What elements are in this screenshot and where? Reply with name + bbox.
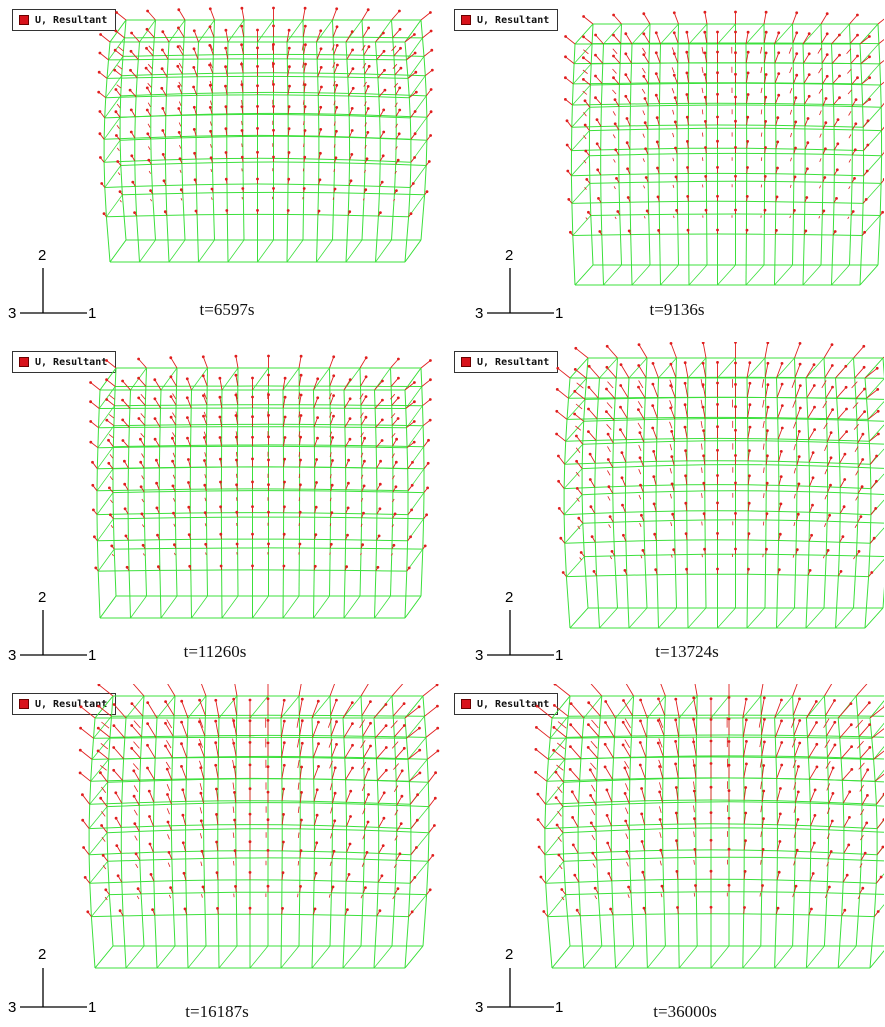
axis-label-1: 1 [555,647,564,664]
legend-swatch [19,699,29,709]
axis-label-3: 3 [475,999,484,1016]
axis-label-2: 2 [505,946,514,963]
legend-label: U, Resultant [35,356,108,368]
time-label: t=16187s [185,1002,249,1021]
axis-label-1: 1 [555,999,564,1016]
panel-4: U, Resultant 2 3 1 t=13724s [442,342,884,684]
legend: U, Resultant [12,9,117,31]
axis-triad [20,968,87,1008]
time-label: t=11260s [183,642,247,661]
deformed-mesh [534,684,884,969]
panel-3: U, Resultant 2 3 1 t=11260s [0,342,442,684]
legend-label: U, Resultant [477,14,550,26]
axis-triad [20,268,87,314]
axis-label-3: 3 [475,647,484,664]
axis-label-2: 2 [505,589,514,606]
displacement-vectors [78,684,440,917]
legend: U, Resultant [12,693,117,715]
deformed-mesh [78,684,440,969]
displacement-vectors [555,342,884,577]
deformed-mesh [89,354,432,619]
legend: U, Resultant [454,351,559,373]
legend: U, Resultant [454,693,559,715]
panel-1: U, Resultant 2 3 1 t=6597s [0,0,442,342]
axis-label-3: 3 [8,999,17,1016]
panel-6: U, Resultant 2 3 1 t=36000s [442,684,884,1026]
legend-label: U, Resultant [35,14,108,26]
axis-label-1: 1 [88,647,97,664]
axis-label-2: 2 [38,589,47,606]
legend: U, Resultant [12,351,117,373]
time-label: t=9136s [649,300,705,319]
legend-label: U, Resultant [35,698,108,710]
deformed-mesh [555,342,884,629]
legend-label: U, Resultant [477,698,550,710]
axis-triad [487,610,554,656]
axis-label-3: 3 [8,305,17,322]
axis-label-2: 2 [38,247,47,264]
displacement-vectors [89,354,432,572]
axis-label-1: 1 [88,305,97,322]
deformed-mesh [564,10,884,286]
axis-label-1: 1 [88,999,97,1016]
axis-triad [487,968,554,1008]
time-label: t=6597s [199,300,255,319]
deformed-mesh [97,6,434,263]
legend-swatch [461,15,471,25]
mesh-lines [103,19,428,263]
displacement-vectors [564,10,884,236]
mesh-lines [88,695,430,969]
mesh-lines [544,695,884,969]
time-label: t=36000s [653,1002,717,1021]
axis-label-2: 2 [38,946,47,963]
legend-label: U, Resultant [477,356,550,368]
axis-label-3: 3 [475,305,484,322]
legend-swatch [461,699,471,709]
time-label: t=13724s [655,642,719,661]
axis-triad [487,268,554,314]
legend-swatch [19,357,29,367]
legend-swatch [461,357,471,367]
panel-5: U, Resultant 2 3 1 t=16187s [0,684,442,1026]
legend-swatch [19,15,29,25]
axis-label-2: 2 [505,247,514,264]
axis-label-3: 3 [8,647,17,664]
axis-triad [20,610,87,656]
displacement-vectors [534,684,884,917]
panel-2: U, Resultant 2 3 1 t=9136s [442,0,884,342]
displacement-vectors [97,6,434,218]
axis-label-1: 1 [555,305,564,322]
mesh-lines [563,357,884,629]
mesh-lines [570,23,883,286]
legend: U, Resultant [454,9,559,31]
